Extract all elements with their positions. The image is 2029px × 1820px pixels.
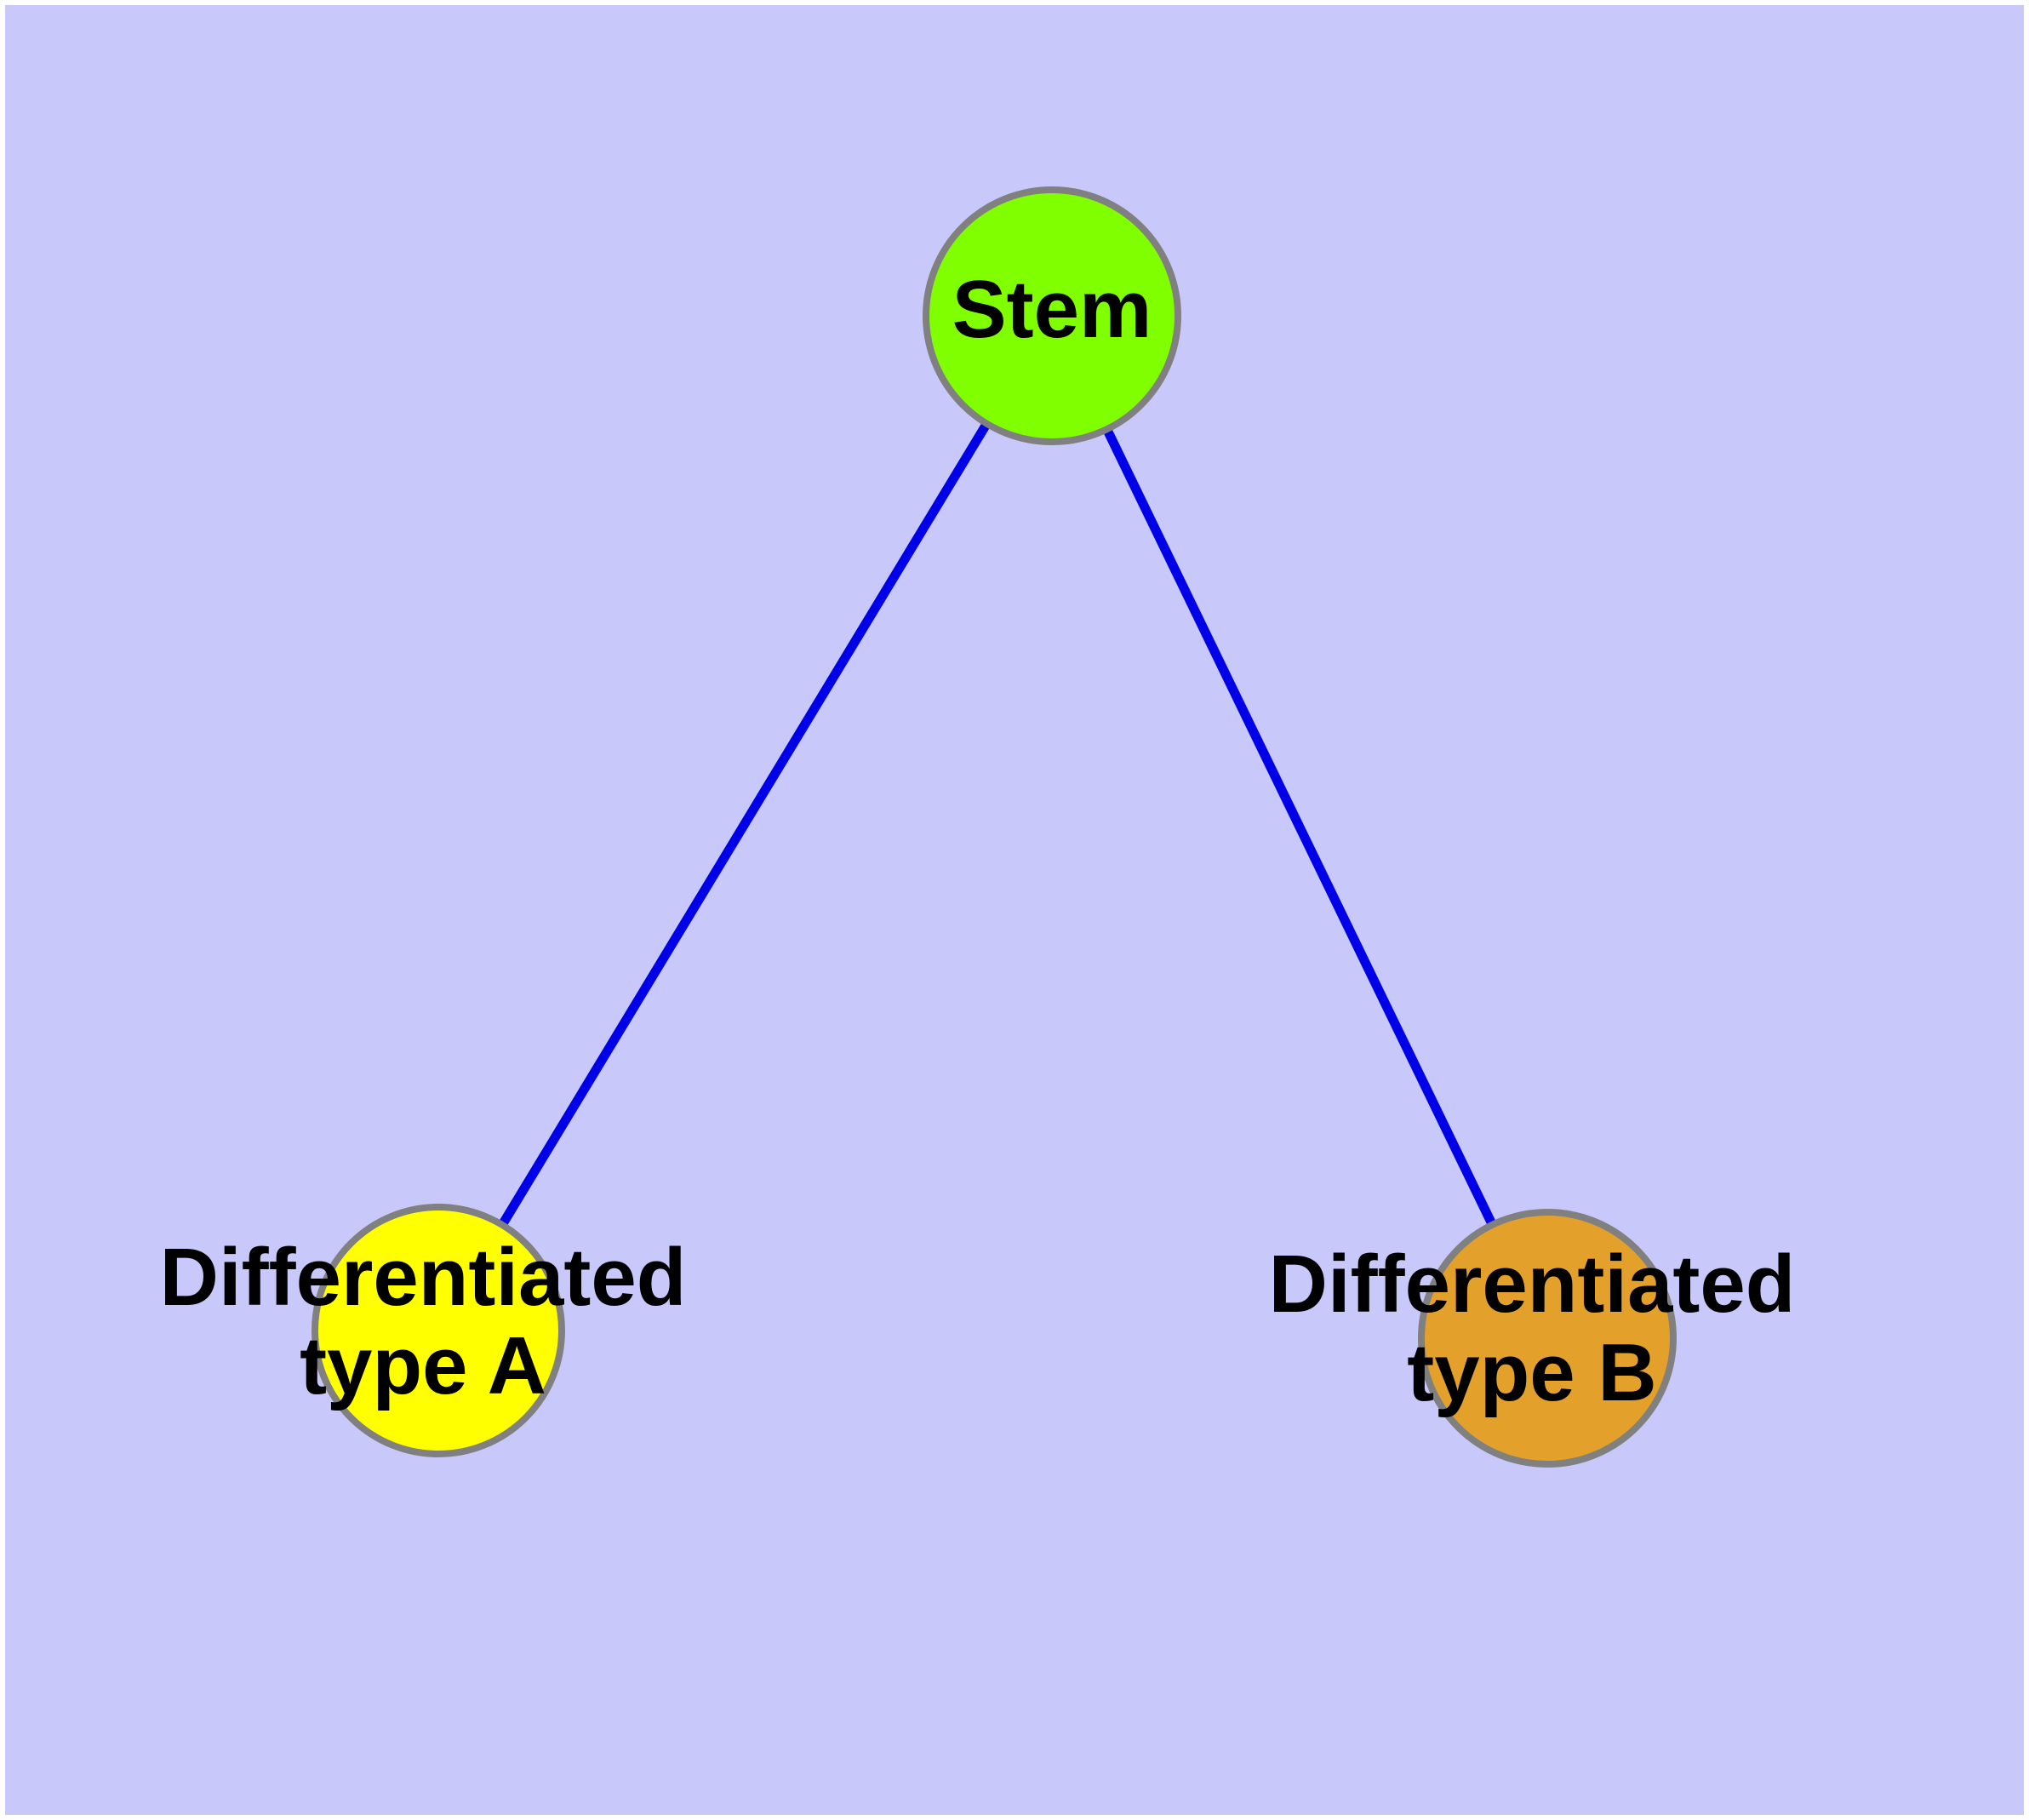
label-line: type B — [1407, 1327, 1656, 1418]
graph-node-label-stem: Stem — [952, 264, 1152, 355]
label-line: Differentiated — [1269, 1239, 1796, 1330]
graph-node-diff_a[interactable] — [311, 1204, 565, 1457]
graph-edge-stem-to-diff_b[interactable] — [1048, 313, 1552, 1341]
node-layer — [311, 186, 1677, 1468]
edge-layer — [434, 313, 1552, 1341]
label-line: Stem — [952, 264, 1152, 355]
label-line: type A — [300, 1320, 546, 1411]
label-line: Differentiated — [160, 1232, 687, 1323]
graph-node-stem[interactable] — [923, 186, 1181, 445]
graph-edge-stem-to-diff_a[interactable] — [434, 313, 1056, 1333]
graph-node-diff_b[interactable] — [1418, 1209, 1677, 1468]
